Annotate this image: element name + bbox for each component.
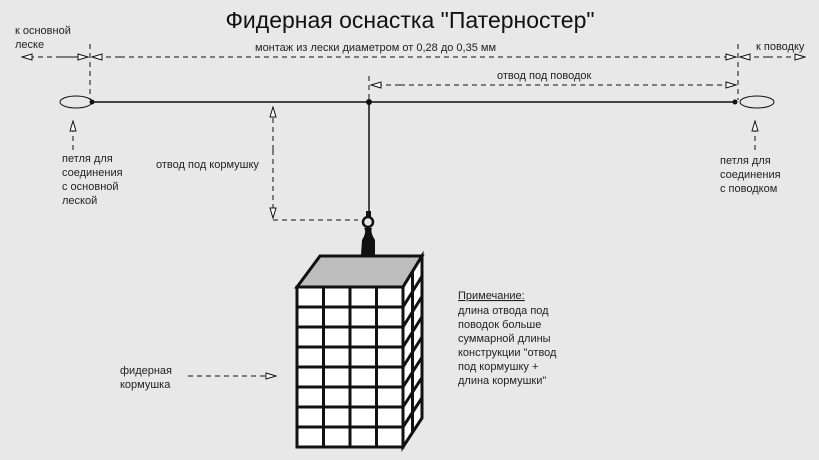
to-leader-label: к поводку: [756, 41, 805, 53]
svg-text:с поводком: с поводком: [720, 183, 777, 195]
svg-text:под кормушку +: под кормушку +: [458, 361, 538, 373]
feeder-label: фидерная кормушка: [120, 365, 276, 391]
to-main-line-label-1: к основной: [15, 25, 71, 37]
loop-leader: [739, 95, 775, 109]
loop-main-label: петля для соединения с основной леской: [62, 153, 123, 207]
diagram-title: Фидерная оснастка "Патерностер": [225, 7, 594, 33]
feeder-branch-dimension: отвод под кормушку: [156, 107, 358, 221]
mounting-dimension: к основной леске к поводку монтаж из лес…: [15, 25, 805, 100]
svg-text:соединения: соединения: [62, 167, 123, 179]
to-main-line-label-2: леске: [15, 39, 44, 51]
mounting-label: монтаж из лески диаметром от 0,28 до 0,3…: [255, 42, 496, 54]
svg-text:длина кормушки": длина кормушки": [458, 375, 546, 387]
loop-main-line: [59, 95, 93, 109]
note-heading: Примечание:: [458, 290, 525, 302]
svg-text:соединения: соединения: [720, 169, 781, 181]
svg-text:поводок больше: поводок больше: [458, 319, 541, 331]
feeder-branch-label: отвод под кормушку: [156, 159, 259, 171]
svg-text:с основной: с основной: [62, 181, 119, 193]
leader-branch-dimension: отвод под поводок: [368, 70, 736, 100]
knot-right: [732, 99, 738, 105]
note: Примечание: длина отвода под поводок бол…: [458, 290, 557, 387]
feeder-cage: [294, 250, 425, 453]
knot-left: [89, 99, 95, 105]
svg-text:конструкции "отвод: конструкции "отвод: [458, 347, 557, 359]
svg-text:фидерная: фидерная: [120, 365, 172, 377]
svg-text:кормушка: кормушка: [120, 379, 171, 391]
svg-text:суммарной длины: суммарной длины: [458, 333, 551, 345]
svg-text:длина отвода под: длина отвода под: [458, 305, 549, 317]
loop-leader-label: петля для соединения с поводком: [720, 155, 781, 195]
svg-text:петля для: петля для: [62, 153, 113, 165]
svg-text:петля для: петля для: [720, 155, 771, 167]
feeder-top: [294, 254, 425, 289]
leader-branch-label: отвод под поводок: [497, 70, 591, 82]
svg-text:леской: леской: [62, 195, 97, 207]
swivel-icon: [361, 211, 375, 255]
